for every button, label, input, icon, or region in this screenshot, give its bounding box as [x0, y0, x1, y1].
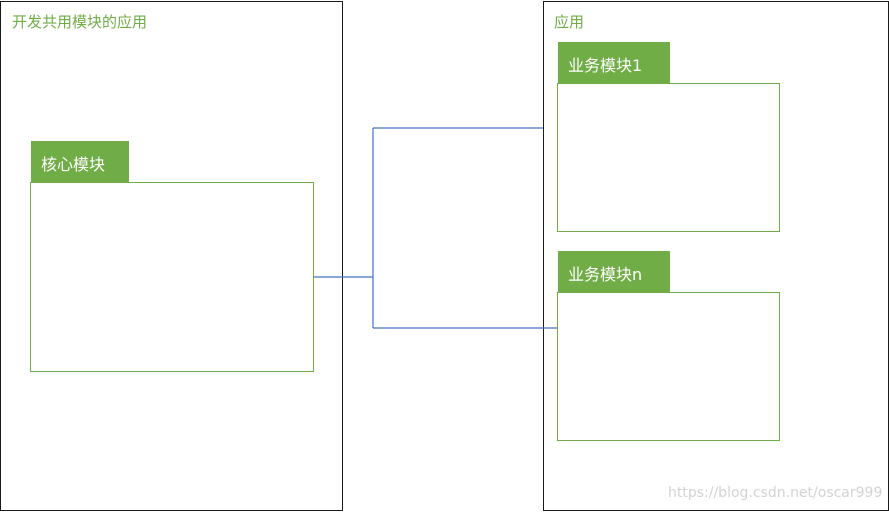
business-module-n-box [557, 292, 780, 441]
business-module-1-box [557, 83, 780, 232]
watermark-text: https://blog.csdn.net/oscar999 [668, 485, 883, 501]
right-panel-title: 应用 [554, 13, 585, 31]
left-panel-title: 开发共用模块的应用 [12, 13, 148, 31]
business-module-n-tab: 业务模块n [558, 251, 670, 293]
core-module-box [30, 182, 314, 372]
business-module-1-tab: 业务模块1 [558, 42, 670, 84]
core-module-tab: 核心模块 [31, 141, 129, 183]
